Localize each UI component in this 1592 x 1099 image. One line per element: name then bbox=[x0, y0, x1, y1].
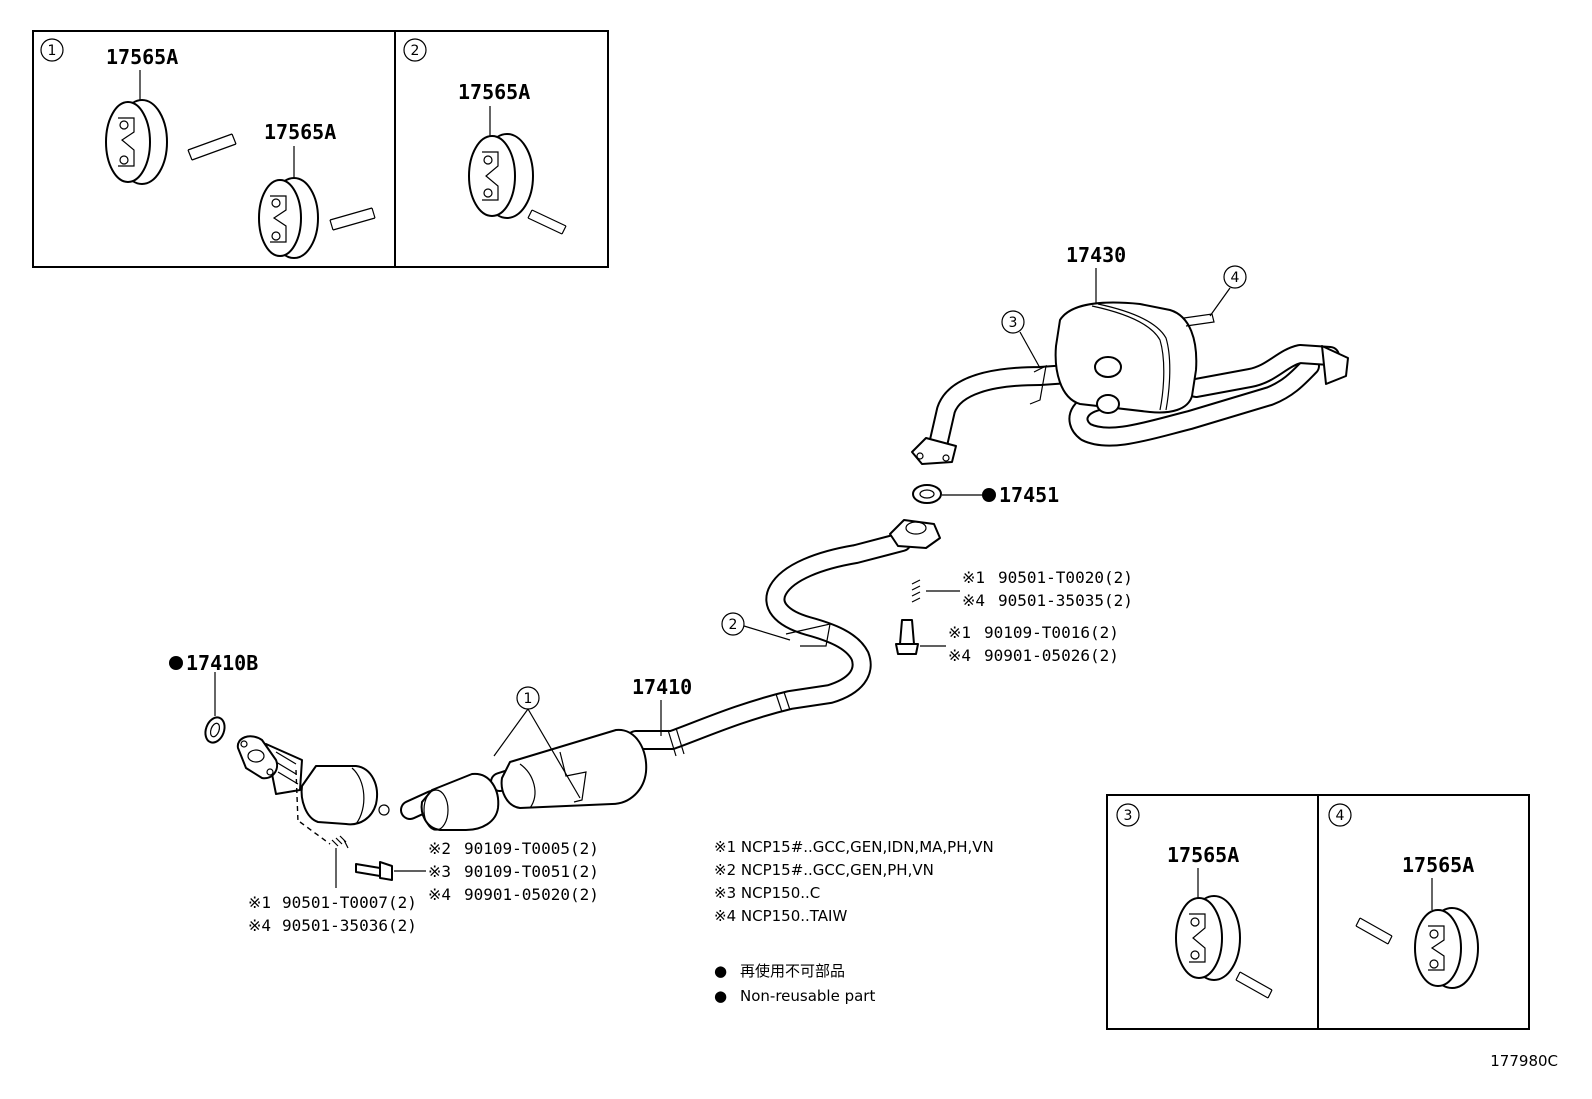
legend-symbol: ● bbox=[714, 962, 727, 980]
footnote: ※3 NCP150..C bbox=[714, 884, 820, 902]
bolt-specs-left: ※1 90501-T0007(2) ※4 90501-35036(2) bbox=[248, 893, 417, 935]
footnote: ※2 NCP15#..GCC,GEN,PH,VN bbox=[714, 861, 934, 879]
callout-circle bbox=[1328, 803, 1352, 827]
legend: ● 再使用不可部品 ● Non-reusable part bbox=[714, 962, 875, 1005]
spec-mark: ※1 bbox=[248, 893, 271, 912]
spec-mark: ※4 bbox=[962, 591, 985, 610]
rubber-hanger bbox=[258, 177, 319, 259]
spec-mark: ※3 bbox=[428, 862, 451, 881]
inset-box-1-2 bbox=[32, 30, 609, 268]
spec-mark: ※2 bbox=[428, 839, 451, 858]
spec-part: 90501-T0007(2) bbox=[282, 893, 417, 912]
spec-part: 90109-T0016(2) bbox=[984, 623, 1119, 642]
hanger-pin bbox=[329, 207, 376, 231]
callout-circle bbox=[721, 612, 745, 636]
rear-fasteners bbox=[895, 579, 960, 655]
spec-part: 90901-05020(2) bbox=[464, 885, 599, 904]
part-label: 17565A bbox=[106, 45, 178, 69]
rubber-hanger bbox=[468, 133, 534, 219]
part-label: 17565A bbox=[1167, 843, 1239, 867]
inset-4: 4 17565A bbox=[1328, 803, 1479, 989]
spec-part: 90501-35036(2) bbox=[282, 916, 417, 935]
non-reusable-dot bbox=[169, 656, 183, 670]
spec-part: 90109-T0051(2) bbox=[464, 862, 599, 881]
spec-mark: ※1 bbox=[948, 623, 971, 642]
hanger-pin bbox=[527, 209, 567, 235]
rubber-hanger bbox=[1414, 907, 1479, 989]
inset-box-3-4 bbox=[1106, 794, 1530, 1030]
callout-circle bbox=[1001, 310, 1025, 334]
callout-number: 3 bbox=[1009, 315, 1018, 331]
callout-number: 4 bbox=[1231, 270, 1240, 286]
legend-label-jp: 再使用不可部品 bbox=[740, 962, 845, 980]
legend-label-en: Non-reusable part bbox=[740, 987, 875, 1005]
hanger-pin bbox=[187, 133, 237, 161]
spec-mark: ※4 bbox=[948, 646, 971, 665]
callout-circle bbox=[40, 38, 64, 62]
callout-circle bbox=[1116, 803, 1140, 827]
part-label: 17565A bbox=[1402, 853, 1474, 877]
part-label-muffler: 17430 bbox=[1066, 243, 1126, 267]
footnote: ※4 NCP150..TAIW bbox=[714, 907, 847, 925]
legend-symbol: ● bbox=[714, 987, 727, 1005]
front-fasteners bbox=[295, 769, 426, 888]
callout-number: 1 bbox=[48, 43, 57, 59]
spec-part: 90501-35035(2) bbox=[998, 591, 1133, 610]
part-label: 17565A bbox=[458, 80, 530, 104]
hanger-pin bbox=[1235, 971, 1273, 999]
gasket-17410B bbox=[169, 656, 226, 744]
inset-1: 1 17565A 17565A bbox=[40, 38, 376, 259]
callout-number: 1 bbox=[524, 691, 533, 707]
callout-circle bbox=[403, 38, 427, 62]
part-label-gasket-front: 17410B bbox=[186, 651, 258, 675]
bolt-specs-right: ※1 90501-T0020(2) ※4 90501-35035(2) ※1 9… bbox=[948, 568, 1133, 665]
callout-number: 3 bbox=[1124, 808, 1133, 824]
spec-mark: ※4 bbox=[428, 885, 451, 904]
bolt-specs-center: ※2 90109-T0005(2) ※3 90109-T0051(2) ※4 9… bbox=[428, 839, 599, 904]
footnote: ※1 NCP15#..GCC,GEN,IDN,MA,PH,VN bbox=[714, 838, 994, 856]
front-pipe-assembly bbox=[236, 519, 941, 831]
spec-mark: ※1 bbox=[962, 568, 985, 587]
rubber-hanger bbox=[1175, 895, 1241, 981]
hanger-pin bbox=[1355, 917, 1393, 945]
part-label-front-pipe: 17410 bbox=[632, 675, 692, 699]
part-label: 17565A bbox=[264, 120, 336, 144]
gasket-17451 bbox=[912, 484, 996, 504]
callout-number: 4 bbox=[1336, 808, 1345, 824]
diagram-code: 177980C bbox=[1490, 1052, 1558, 1070]
callout-number: 2 bbox=[729, 617, 738, 633]
inset-2: 2 17565A bbox=[403, 38, 567, 235]
spec-mark: ※4 bbox=[248, 916, 271, 935]
callout-circle bbox=[1223, 265, 1247, 289]
part-label-gasket-rear: 17451 bbox=[999, 483, 1059, 507]
model-footnotes: ※1 NCP15#..GCC,GEN,IDN,MA,PH,VN ※2 NCP15… bbox=[714, 838, 994, 925]
spec-part: 90901-05026(2) bbox=[984, 646, 1119, 665]
callout-number: 2 bbox=[411, 43, 420, 59]
inset-3: 3 17565A bbox=[1116, 803, 1273, 999]
rubber-hanger bbox=[105, 99, 168, 185]
non-reusable-dot bbox=[982, 488, 996, 502]
spec-part: 90501-T0020(2) bbox=[998, 568, 1133, 587]
spec-part: 90109-T0005(2) bbox=[464, 839, 599, 858]
muffler-assembly bbox=[911, 301, 1349, 465]
